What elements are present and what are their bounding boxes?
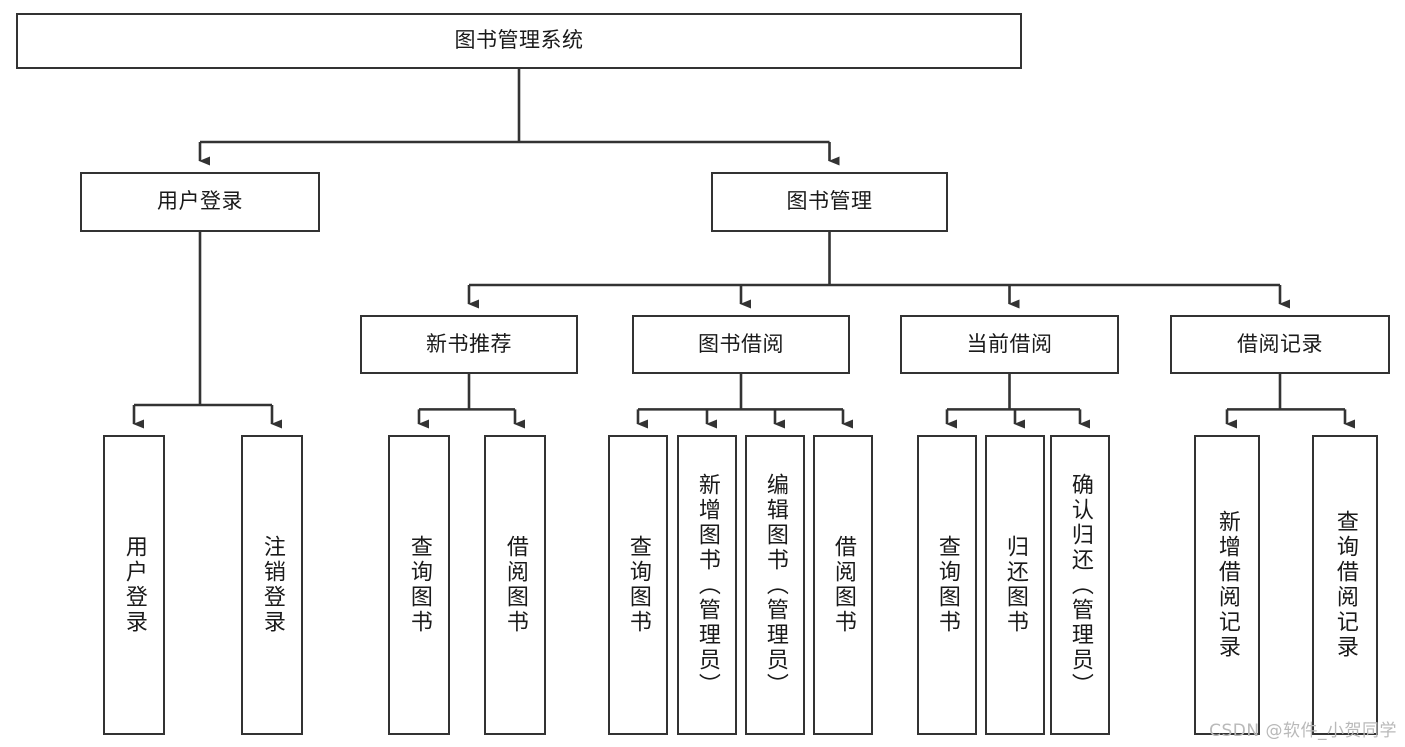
node-current-borrow[interactable]: 当前借阅 bbox=[900, 315, 1119, 374]
node-label: 借阅记录 bbox=[1237, 331, 1323, 356]
node-label: 借阅图书 bbox=[830, 535, 856, 635]
node-label: 归还图书 bbox=[1002, 535, 1028, 635]
node-label: 编辑图书（管理员） bbox=[762, 472, 788, 698]
watermark-text: CSDN @软件_小贺同学 bbox=[1209, 721, 1397, 741]
node-label: 图书管理系统 bbox=[454, 28, 584, 53]
node-leaf-leaf-query-book-current[interactable]: 查询图书 bbox=[917, 435, 977, 735]
node-leaf-leaf-add-borrow-record[interactable]: 新增借阅记录 bbox=[1194, 435, 1260, 735]
node-label: 用户登录 bbox=[157, 189, 243, 214]
node-label: 查询图书 bbox=[406, 535, 432, 635]
node-label: 借阅图书 bbox=[502, 535, 528, 635]
node-new-book-recommend[interactable]: 新书推荐 bbox=[360, 315, 578, 374]
node-root-book-management-system[interactable]: 图书管理系统 bbox=[16, 13, 1022, 69]
node-borrow-record[interactable]: 借阅记录 bbox=[1170, 315, 1390, 374]
node-label: 注销登录 bbox=[259, 535, 285, 635]
node-leaf-leaf-user-login[interactable]: 用户登录 bbox=[103, 435, 165, 735]
node-label: 用户登录 bbox=[121, 535, 147, 635]
node-label: 新增借阅记录 bbox=[1214, 510, 1240, 660]
node-label: 查询借阅记录 bbox=[1332, 510, 1358, 660]
node-label: 图书借阅 bbox=[698, 331, 784, 356]
node-label: 确认归还（管理员） bbox=[1067, 472, 1093, 698]
node-leaf-leaf-edit-book[interactable]: 编辑图书（管理员） bbox=[745, 435, 805, 735]
node-label: 查询图书 bbox=[934, 535, 960, 635]
node-leaf-leaf-borrow-book[interactable]: 借阅图书 bbox=[813, 435, 873, 735]
node-label: 新增图书（管理员） bbox=[694, 472, 720, 698]
node-label: 新书推荐 bbox=[426, 331, 512, 356]
node-book-manage[interactable]: 图书管理 bbox=[711, 172, 948, 232]
node-leaf-leaf-logout-login[interactable]: 注销登录 bbox=[241, 435, 303, 735]
node-leaf-leaf-query-book-borrow[interactable]: 查询图书 bbox=[608, 435, 668, 735]
node-user-login[interactable]: 用户登录 bbox=[80, 172, 320, 232]
node-leaf-leaf-return-book[interactable]: 归还图书 bbox=[985, 435, 1045, 735]
node-label: 查询图书 bbox=[625, 535, 651, 635]
node-leaf-leaf-borrow-book-recommend[interactable]: 借阅图书 bbox=[484, 435, 546, 735]
node-leaf-leaf-add-book[interactable]: 新增图书（管理员） bbox=[677, 435, 737, 735]
node-label: 当前借阅 bbox=[966, 331, 1053, 356]
node-leaf-leaf-query-book-recommend[interactable]: 查询图书 bbox=[388, 435, 450, 735]
node-leaf-leaf-query-borrow-record[interactable]: 查询借阅记录 bbox=[1312, 435, 1378, 735]
node-leaf-leaf-confirm-return[interactable]: 确认归还（管理员） bbox=[1050, 435, 1110, 735]
node-book-borrow[interactable]: 图书借阅 bbox=[632, 315, 850, 374]
node-label: 图书管理 bbox=[786, 189, 873, 214]
